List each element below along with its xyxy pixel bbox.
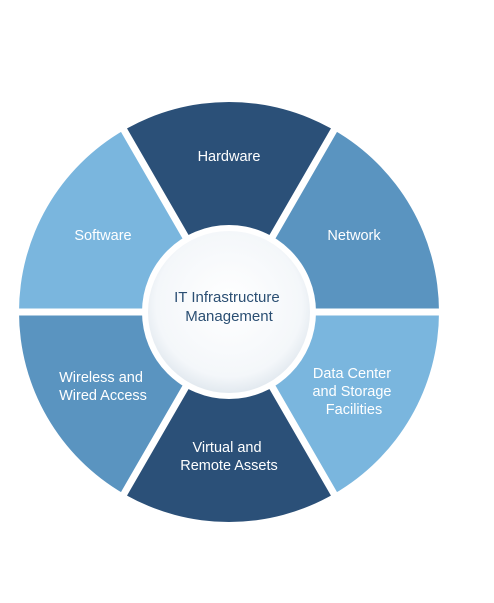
label-wireless-wired-line-2: Wired Access xyxy=(59,388,147,404)
center-label: IT Infrastructure Management xyxy=(174,289,284,325)
segment-virtual-remote xyxy=(124,372,334,522)
label-software-line-1: Software xyxy=(74,228,131,244)
label-network: Network xyxy=(327,228,381,244)
separator-line-4 xyxy=(259,369,339,498)
label-wireless-wired: Wireless and Wired Access xyxy=(59,370,147,404)
label-data-center-line-2: and Storage xyxy=(312,384,391,400)
label-virtual-remote-line-1: Virtual and xyxy=(192,440,261,456)
center-label-line-1: IT Infrastructure xyxy=(174,289,280,306)
label-wireless-wired-line-1: Wireless and xyxy=(59,370,143,386)
label-virtual-remote-line-2: Remote Assets xyxy=(180,458,278,474)
label-data-center-line-3: Facilities xyxy=(326,402,382,418)
segment-separators xyxy=(17,126,441,498)
separator-line-2 xyxy=(259,126,339,255)
label-data-center: Data Center and Storage Facilities xyxy=(312,366,395,418)
separator-line-5 xyxy=(119,369,199,498)
separator-line-1 xyxy=(119,126,199,255)
center-hub xyxy=(148,231,310,393)
label-network-line-1: Network xyxy=(327,228,381,244)
center-label-line-2: Management xyxy=(185,308,273,325)
label-hardware-line-1: Hardware xyxy=(198,149,261,165)
label-software: Software xyxy=(74,228,131,244)
segment-hardware xyxy=(124,101,334,252)
label-virtual-remote: Virtual and Remote Assets xyxy=(180,440,278,474)
label-data-center-line-1: Data Center xyxy=(313,366,391,382)
label-hardware: Hardware xyxy=(198,149,261,165)
